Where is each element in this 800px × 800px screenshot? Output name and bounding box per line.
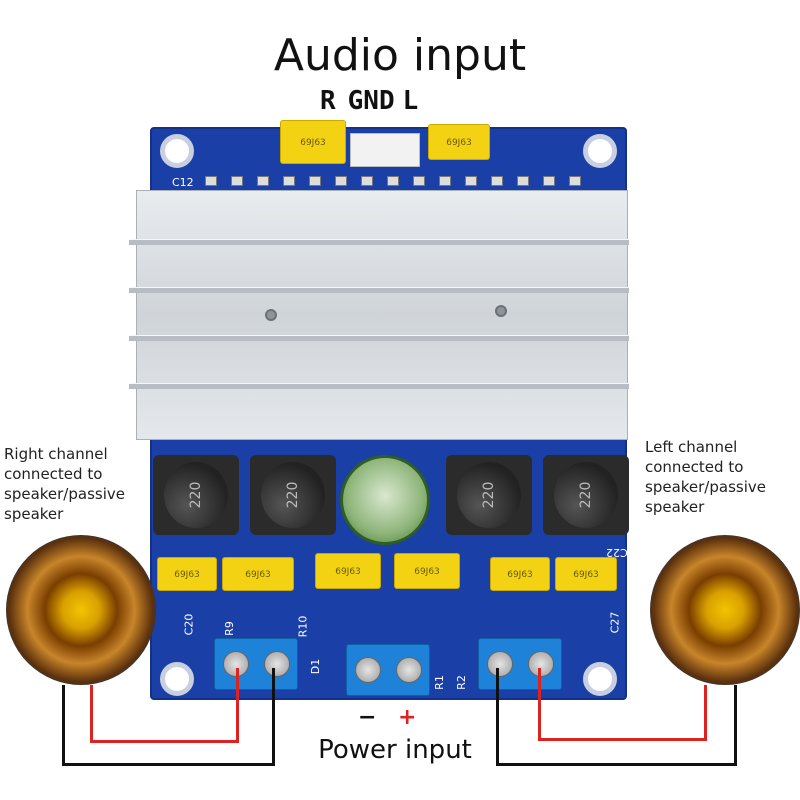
smd-component <box>231 176 243 186</box>
output-capacitor: 69J63 <box>315 553 381 589</box>
inductor-core: 220 <box>554 462 618 528</box>
label-line: speaker/passive <box>4 485 125 503</box>
label-line: connected to <box>4 465 103 483</box>
inductor-2: 220 <box>250 455 336 535</box>
silk-r1: R1 <box>432 675 446 690</box>
heatsink <box>129 190 629 440</box>
mount-hole-bottom-right <box>583 662 617 696</box>
output-capacitor: 69J63 <box>555 557 617 591</box>
smd-component <box>257 176 269 186</box>
smd-component <box>517 176 529 186</box>
pin-l-label: L <box>402 86 419 116</box>
right-speaker <box>650 535 800 685</box>
power-minus-sign: − <box>358 705 377 730</box>
input-capacitor-left: 69J63 <box>280 120 346 164</box>
left-channel-terminal[interactable] <box>478 638 562 690</box>
terminal-screw[interactable] <box>486 651 513 677</box>
output-capacitor: 69J63 <box>157 557 217 591</box>
smd-row-top <box>205 176 615 190</box>
silk-c12: C12 <box>172 176 194 189</box>
terminal-screw[interactable] <box>263 651 290 677</box>
silk-c27: C27 <box>608 611 622 634</box>
left-speaker <box>6 535 156 685</box>
output-capacitor: 69J63 <box>222 557 294 591</box>
smd-component <box>361 176 373 186</box>
pin-r-label: R <box>320 86 336 116</box>
label-line: Right channel <box>4 445 108 463</box>
audio-pin-labels: R GND L <box>320 86 418 116</box>
power-plus-sign: + <box>398 705 417 730</box>
inductor-3: 220 <box>446 455 532 535</box>
wire-red <box>538 738 706 741</box>
inductor-4: 220 <box>543 455 629 535</box>
right-channel-label: Right channel connected to speaker/passi… <box>4 444 125 524</box>
smd-component <box>283 176 295 186</box>
terminal-screw[interactable] <box>395 657 422 683</box>
silk-c20: C20 <box>182 613 196 636</box>
heatsink-fin <box>129 239 629 245</box>
label-line: speaker <box>4 505 64 523</box>
mount-hole-top-right <box>583 134 617 168</box>
wire-black <box>734 685 737 766</box>
heatsink-screw-right <box>495 305 507 317</box>
audio-input-connector <box>350 133 420 167</box>
right-channel-terminal[interactable] <box>214 638 298 690</box>
silk-d1: D1 <box>309 658 323 675</box>
inductor-core: 220 <box>261 462 325 528</box>
smd-component <box>439 176 451 186</box>
smd-component <box>309 176 321 186</box>
left-channel-label: Left channel connected to speaker/passiv… <box>645 437 766 517</box>
electrolytic-capacitor <box>340 455 430 545</box>
label-line: speaker/passive <box>645 478 766 496</box>
wire-red <box>90 740 237 743</box>
wire-black <box>62 763 274 766</box>
silk-r10: R10 <box>296 615 310 638</box>
power-input-label: Power input <box>318 735 472 765</box>
wire-red <box>704 685 707 741</box>
heatsink-screw-left <box>265 309 277 321</box>
audio-input-title: Audio input <box>273 30 527 81</box>
smd-component <box>465 176 477 186</box>
wire-black <box>496 763 736 766</box>
silk-c22: C22 <box>606 546 628 559</box>
wire-red <box>538 668 541 740</box>
silk-r9: R9 <box>222 621 236 636</box>
wire-red <box>236 668 239 743</box>
label-line: speaker <box>645 498 705 516</box>
inductor-core: 220 <box>457 462 521 528</box>
inductor-core: 220 <box>164 462 228 528</box>
heatsink-fin <box>129 335 629 341</box>
wire-black <box>62 685 65 765</box>
output-capacitor: 69J63 <box>490 557 550 591</box>
pin-gnd-label: GND <box>347 86 395 116</box>
label-line: connected to <box>645 458 744 476</box>
output-capacitor: 69J63 <box>394 553 460 589</box>
terminal-screw[interactable] <box>354 657 381 683</box>
smd-component <box>491 176 503 186</box>
smd-component <box>569 176 581 186</box>
wire-black <box>272 668 275 766</box>
power-terminal[interactable] <box>346 644 430 696</box>
inductor-1: 220 <box>153 455 239 535</box>
smd-component <box>413 176 425 186</box>
label-line: Left channel <box>645 438 738 456</box>
silk-r2: R2 <box>454 675 468 690</box>
heatsink-fin <box>129 383 629 389</box>
smd-component <box>387 176 399 186</box>
heatsink-fin <box>129 287 629 293</box>
smd-component <box>543 176 555 186</box>
smd-component <box>205 176 217 186</box>
input-capacitor-right: 69J63 <box>428 124 490 160</box>
wire-black <box>496 668 499 766</box>
mount-hole-top-left <box>160 134 194 168</box>
wire-red <box>90 685 93 741</box>
terminal-screw[interactable] <box>222 651 249 677</box>
smd-component <box>335 176 347 186</box>
mount-hole-bottom-left <box>160 662 194 696</box>
